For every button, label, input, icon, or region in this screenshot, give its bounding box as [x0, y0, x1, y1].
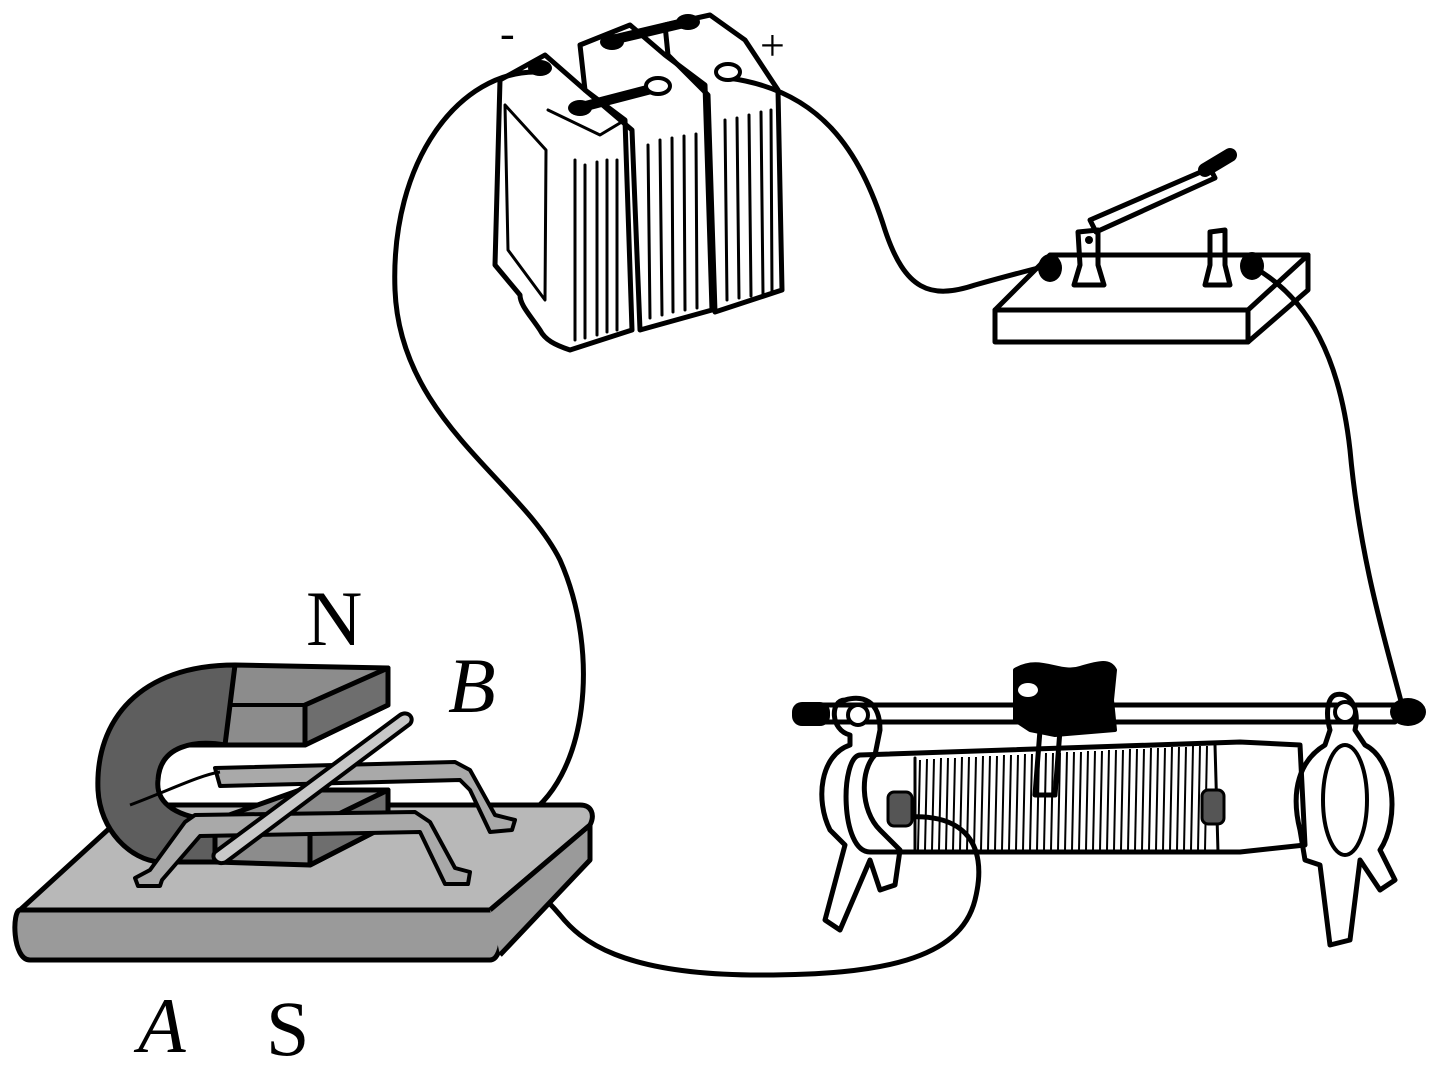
battery: - +	[492, 9, 785, 353]
battery-connector-2	[607, 17, 693, 45]
battery-cell-2	[577, 22, 715, 333]
rheostat-right-end	[1293, 691, 1398, 948]
wire-battery-positive-to-switch	[725, 75, 1053, 294]
rheostat-coil-terminal-left	[886, 790, 914, 828]
rheostat-coil-terminal-right	[1200, 788, 1226, 826]
switch-terminal-right	[1240, 252, 1264, 280]
wire-switch-to-rheostat	[1252, 265, 1405, 708]
switch-contact	[1202, 227, 1233, 288]
wire-battery-negative-to-rail	[392, 69, 586, 823]
rod-b-label: B	[448, 642, 496, 729]
switch-terminal-left	[1038, 254, 1062, 282]
rail-back	[213, 760, 517, 834]
battery-cell-1	[492, 52, 635, 353]
battery-positive-label: +	[760, 21, 785, 70]
rheostat-bar-cap-left	[792, 702, 830, 726]
base-board-front	[12, 907, 504, 963]
knife-switch	[992, 148, 1311, 345]
rheostat-coil-windings	[917, 745, 1208, 851]
rheostat-left-end	[819, 695, 903, 933]
rail-front	[133, 810, 472, 888]
battery-terminals	[528, 14, 742, 116]
battery-negative-label: -	[500, 9, 515, 58]
rheostat-slider	[1013, 661, 1117, 737]
rheostat-coil-body	[843, 739, 1308, 855]
rod-b	[211, 711, 414, 865]
rheostat-terminal-right	[1390, 698, 1426, 726]
magnet-south-label: S	[266, 985, 309, 1070]
battery-cell-3	[662, 12, 785, 315]
switch-handle	[1198, 148, 1237, 177]
rheostat-slider-contact	[1032, 727, 1063, 798]
rheostat	[792, 661, 1426, 948]
rail-apparatus: N B A S	[12, 575, 595, 1070]
magnet-north-label: N	[306, 575, 362, 662]
rail-end-a-label: A	[133, 982, 186, 1069]
switch-blade	[1087, 165, 1218, 235]
